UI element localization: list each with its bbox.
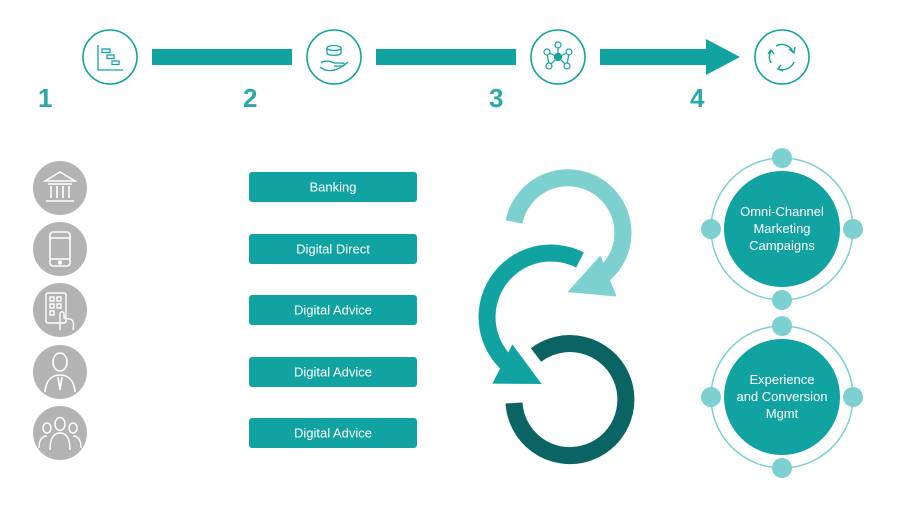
- outcome-omni-channel: Omni-Channel Marketing Campaigns: [701, 148, 863, 310]
- side-icon-item: [33, 283, 87, 337]
- cycle-arrow-light: [505, 169, 632, 297]
- step-icon-circle: [306, 29, 362, 85]
- outcome-label-line: Omni-Channel: [740, 204, 824, 219]
- connector-bar: [600, 49, 712, 65]
- step-1: 1: [38, 29, 138, 113]
- channel-button[interactable]: Digital Advice: [249, 357, 417, 387]
- channel-label: Digital Advice: [294, 365, 372, 380]
- orbit-dot: [772, 458, 792, 478]
- channel-label: Digital Advice: [294, 426, 372, 441]
- orbit-dot: [843, 387, 863, 407]
- orbit-dot: [772, 316, 792, 336]
- step-number: 4: [690, 83, 705, 113]
- channel-label: Digital Direct: [296, 242, 370, 257]
- side-icon-item: [33, 161, 87, 215]
- connector-bar: [376, 49, 516, 65]
- connector-bar: [152, 49, 292, 65]
- channel-button[interactable]: Banking: [249, 172, 417, 202]
- cycle-arrow-dark: [505, 335, 635, 465]
- side-icon-item: [33, 345, 87, 399]
- orbit-dot: [701, 219, 721, 239]
- step-number: 3: [489, 83, 503, 113]
- channel-button[interactable]: Digital Advice: [249, 295, 417, 325]
- outcome-label-line: Marketing: [753, 221, 810, 236]
- group-icon: [38, 416, 82, 451]
- step-number: 1: [38, 83, 52, 113]
- step-2: 2: [243, 29, 362, 113]
- hand-coins-icon: [319, 44, 349, 72]
- gantt-chart-icon: [97, 45, 123, 71]
- process-steps: 1 2: [38, 29, 810, 113]
- step-icon-circle: [754, 29, 810, 85]
- side-icon-item: [33, 222, 87, 276]
- outcome-experience-conversion: Experience and Conversion Mgmt: [701, 316, 863, 478]
- channel-list: Banking Digital Direct Digital Advice Di…: [249, 172, 417, 448]
- bank-icon: [42, 171, 78, 202]
- channel-label: Digital Advice: [294, 303, 372, 318]
- smartphone-icon: [49, 231, 71, 267]
- orbit-dot: [701, 387, 721, 407]
- outcome-label-line: Experience: [749, 372, 814, 387]
- orbit-dot: [843, 219, 863, 239]
- orbit-dot: [772, 290, 792, 310]
- audience-icons: [33, 161, 87, 460]
- outcome-label-line: Campaigns: [749, 238, 815, 253]
- channel-button[interactable]: Digital Advice: [249, 418, 417, 448]
- outcomes: Omni-Channel Marketing Campaigns Experie…: [701, 148, 863, 478]
- side-icon-item: [33, 406, 87, 460]
- outcome-label-line: and Conversion: [736, 389, 827, 404]
- orbit-dot: [772, 148, 792, 168]
- cycle-arrows-icon: [767, 43, 796, 72]
- step-4: 4: [690, 29, 810, 113]
- connector-arrowhead: [706, 39, 740, 75]
- step-icon-circle: [82, 29, 138, 85]
- step-number: 2: [243, 83, 257, 113]
- channel-label: Banking: [310, 180, 357, 195]
- tablet-touch-icon: [45, 292, 75, 331]
- person-icon: [44, 352, 76, 393]
- step-3: 3: [489, 29, 586, 113]
- cycle-arrow-medium: [478, 244, 584, 385]
- cycle-arrows: [478, 169, 635, 465]
- channel-button[interactable]: Digital Direct: [249, 234, 417, 264]
- network-icon: [543, 41, 573, 70]
- outcome-label-line: Mgmt: [766, 406, 799, 421]
